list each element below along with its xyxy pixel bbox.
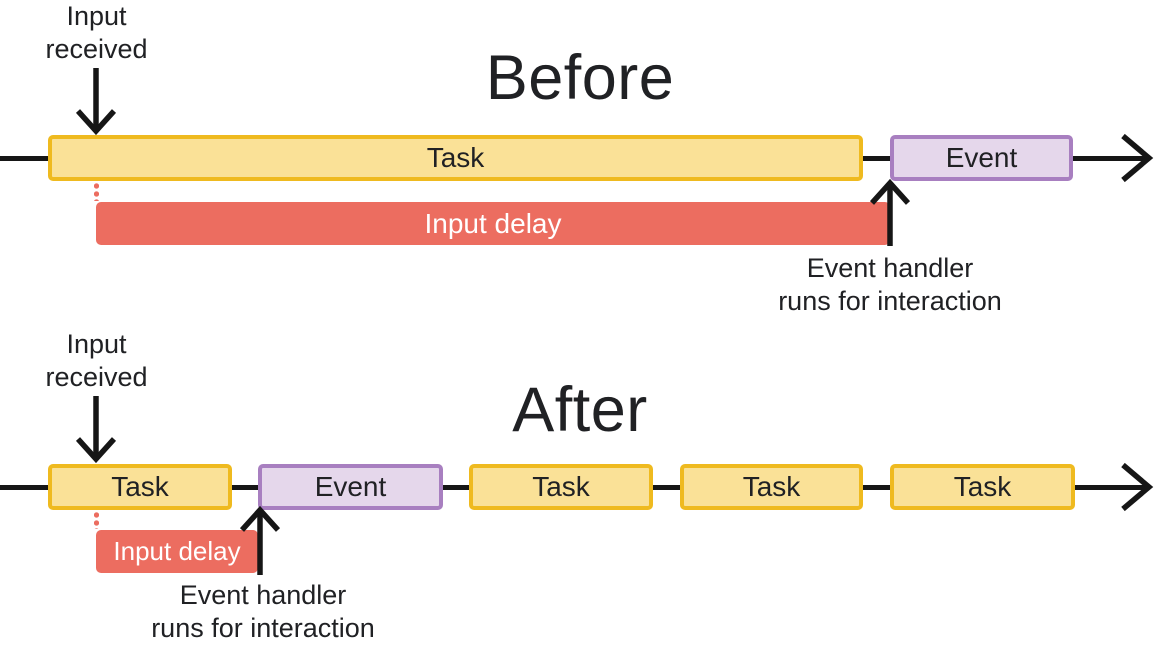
after-event-handler-arrow-up-icon (239, 506, 281, 575)
after-timeline-arrowhead-icon (1121, 462, 1154, 512)
input-received-arrow-down-icon (75, 396, 117, 463)
before-input-delay-label: Input delay (424, 207, 562, 239)
after-task-label: Task (111, 471, 169, 502)
after-task-label: Task (742, 471, 801, 502)
before-event-label: Event (945, 142, 1018, 173)
before-event-box: Event (890, 135, 1073, 181)
after-task-box: Task (890, 464, 1075, 510)
before-event-handler-label: Event handler runs for interaction (778, 253, 1002, 316)
after-title: After (512, 375, 648, 445)
after-task-label: Task (953, 471, 1012, 502)
before-event-handler-arrow-up-icon (869, 179, 911, 246)
after-task-box: Task (680, 464, 863, 510)
after-task-label: Task (532, 471, 590, 502)
before-timeline-arrowhead-icon (1121, 133, 1154, 183)
after-input-delay-label: Input delay (113, 536, 241, 566)
after-task-box: Task (48, 464, 232, 510)
before-input-dotted-line (94, 183, 99, 201)
after-input-delay-bar: Input delay (96, 530, 258, 573)
input-received-label: Input received (45, 329, 148, 392)
after-event-box: Event (258, 464, 443, 510)
input-received-arrow-down-icon (75, 68, 117, 135)
after-event-label: Event (314, 471, 387, 502)
input-received-label: Input received (45, 1, 148, 64)
before-title: Before (485, 43, 675, 113)
before-input-delay-bar: Input delay (96, 202, 890, 245)
before-task-box: Task (48, 135, 863, 181)
after-task-box: Task (469, 464, 653, 510)
before-task-label: Task (426, 142, 485, 173)
after-input-dotted-line (94, 512, 99, 529)
after-event-handler-label: Event handler runs for interaction (151, 580, 375, 643)
